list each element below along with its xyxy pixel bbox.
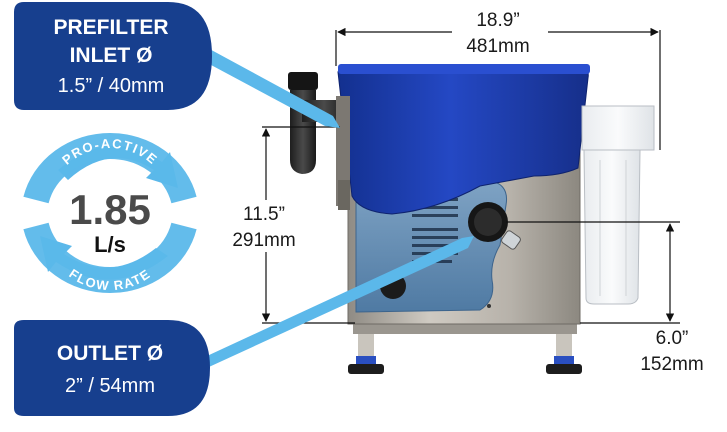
flow-rate-value: 1.85	[69, 186, 151, 233]
flow-rate-unit: L/s	[94, 232, 126, 257]
prefilter-subtitle: INLET Ø	[70, 44, 153, 67]
callout-pointers	[194, 46, 474, 372]
height-mm-label: 291mm	[232, 230, 295, 251]
prefilter-title: PREFILTER	[53, 16, 168, 39]
outlet-callout: OUTLET Ø 2” / 54mm	[14, 320, 210, 416]
height-inches-label: 11.5”	[243, 204, 285, 225]
width-mm-label: 481mm	[466, 36, 529, 57]
outlet-height-inches-label: 6.0”	[656, 328, 689, 349]
outlet-port	[468, 202, 521, 250]
prefilter-pointer	[198, 46, 340, 128]
flow-rate-badge: PRO-ACTIVE FLOW RATE 1.85 L/s	[23, 133, 197, 293]
prefilter-basket	[581, 105, 655, 305]
outlet-pointer	[194, 236, 474, 372]
outlet-size: 2” / 54mm	[65, 375, 155, 397]
grease-trap-unit	[288, 64, 655, 374]
prefilter-size: 1.5” / 40mm	[58, 75, 165, 97]
outlet-height-mm-label: 152mm	[640, 354, 703, 375]
prefilter-callout: PREFILTER INLET Ø 1.5” / 40mm	[14, 2, 212, 110]
dimension-labels: 18.9” 481mm 11.5” 291mm 6.0” 152mm	[226, 8, 704, 375]
stand-legs	[348, 322, 582, 374]
width-inches-label: 18.9”	[476, 10, 519, 31]
outlet-title: OUTLET Ø	[57, 342, 163, 365]
